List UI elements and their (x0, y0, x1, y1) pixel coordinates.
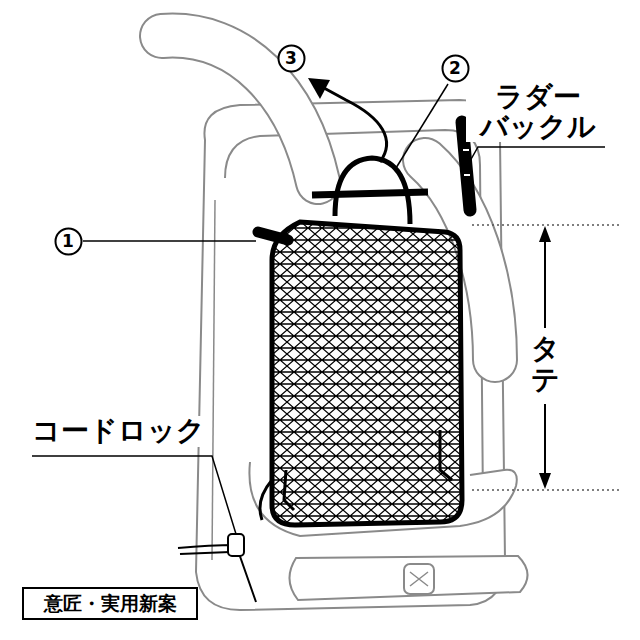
part-name: コードロック (32, 416, 205, 447)
patent-notice-box: 意匠・実用新案 (22, 587, 198, 620)
callout-digit: 3 (285, 50, 297, 67)
dimension-label: タテ (531, 334, 559, 396)
callout-number: 1 (54, 227, 83, 256)
callout-circle-outline (278, 45, 304, 71)
callout-circle-outline (442, 55, 468, 81)
callout-number: 3 (277, 44, 306, 73)
part-name: ラダー バックル (466, 82, 610, 142)
callout-circle-outline (55, 228, 81, 254)
notice-text: 意匠・実用新案 (44, 592, 177, 615)
callout-digit: 1 (62, 233, 74, 250)
callout-number: 2 (441, 54, 470, 83)
callout-digit: 2 (449, 60, 461, 77)
